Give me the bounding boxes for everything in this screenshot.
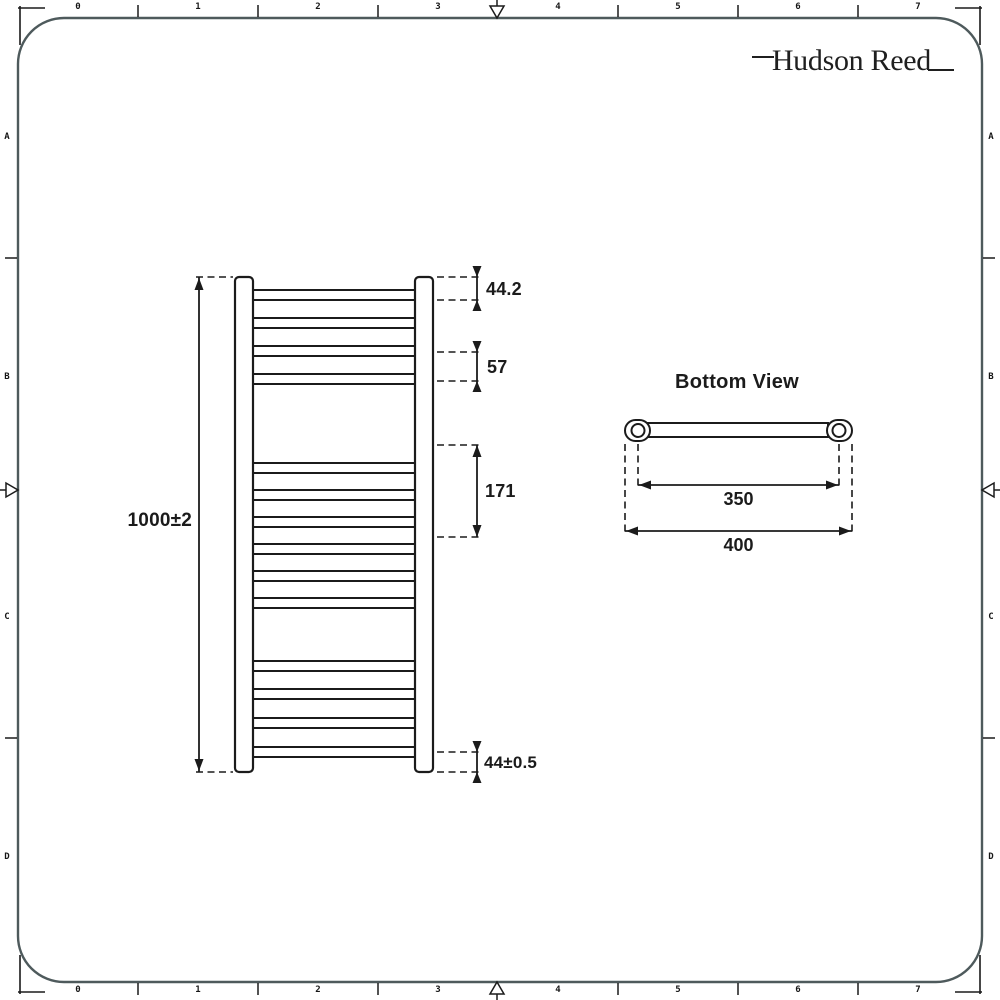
dim-overall-width — [624, 444, 853, 536]
center-mark-right-arrow-icon — [980, 481, 995, 499]
ruler-mark: 3 — [435, 2, 441, 12]
bottom-view-bar — [647, 422, 829, 438]
ruler-mark: D — [4, 852, 10, 862]
dim-top-offset — [437, 266, 483, 311]
logo-right-rule — [928, 69, 954, 71]
ruler-mark: 6 — [795, 985, 801, 995]
ruler-mark: 6 — [795, 2, 801, 12]
label-overall-height: 1000±2 — [127, 510, 192, 531]
logo-text: Hudson Reed — [771, 44, 931, 77]
ruler-mark: C — [4, 612, 10, 622]
ruler-mark: 5 — [675, 2, 681, 12]
ruler-mark: 0 — [75, 2, 81, 12]
bottom-view-drawing — [624, 419, 853, 536]
dim-bracket-centres — [637, 444, 840, 490]
center-mark-bottom-arrow-icon — [488, 980, 506, 995]
ruler-mark: B — [988, 372, 994, 382]
ruler-mark: 4 — [555, 2, 561, 12]
ruler-mark: 7 — [915, 985, 921, 995]
corner-marks — [18, 6, 982, 994]
dim-mid-gap — [437, 444, 483, 538]
center-mark-left-arrow-icon — [5, 481, 20, 499]
logo-left-rule — [751, 56, 774, 58]
label-top-offset: 44.2 — [486, 279, 522, 299]
label-bar-pitch: 57 — [487, 357, 508, 377]
ruler-mark: A — [988, 132, 994, 142]
ruler-mark: A — [4, 132, 10, 142]
ruler-mark: 5 — [675, 985, 681, 995]
dim-bottom-offset — [437, 741, 483, 783]
ruler-mark: 1 — [195, 2, 201, 12]
label-bracket-centres: 350 — [723, 489, 754, 509]
radiator-left-rail — [233, 275, 255, 774]
radiator-tubes — [249, 289, 418, 758]
ruler-mark: 7 — [915, 2, 921, 12]
bottom-view-left-fixing-hole — [630, 423, 646, 438]
ruler-mark: B — [4, 372, 10, 382]
ruler-mark: 0 — [75, 985, 81, 995]
bottom-view-title: Bottom View — [674, 371, 800, 393]
bottom-view-right-fixing-hole — [831, 423, 847, 438]
ruler-mark: 4 — [555, 985, 561, 995]
dim-overall-height — [194, 276, 233, 773]
ruler-mark: C — [988, 612, 994, 622]
radiator-front-view — [233, 275, 435, 774]
ruler-ticks — [5, 5, 995, 995]
dim-bar-pitch — [437, 341, 483, 392]
ruler-mark: 2 — [315, 2, 321, 12]
ruler-mark: 1 — [195, 985, 201, 995]
ruler-mark: 2 — [315, 985, 321, 995]
frame-border — [16, 16, 984, 984]
ruler-mark: 3 — [435, 985, 441, 995]
ruler-mark: D — [988, 852, 994, 862]
label-bottom-offset: 44±0.5 — [484, 753, 538, 772]
center-mark-top-arrow-icon — [488, 5, 506, 20]
brand-logo: Hudson Reed — [751, 44, 954, 78]
label-mid-gap: 171 — [485, 481, 516, 501]
label-overall-width: 400 — [723, 535, 754, 555]
radiator-right-rail — [413, 275, 435, 774]
